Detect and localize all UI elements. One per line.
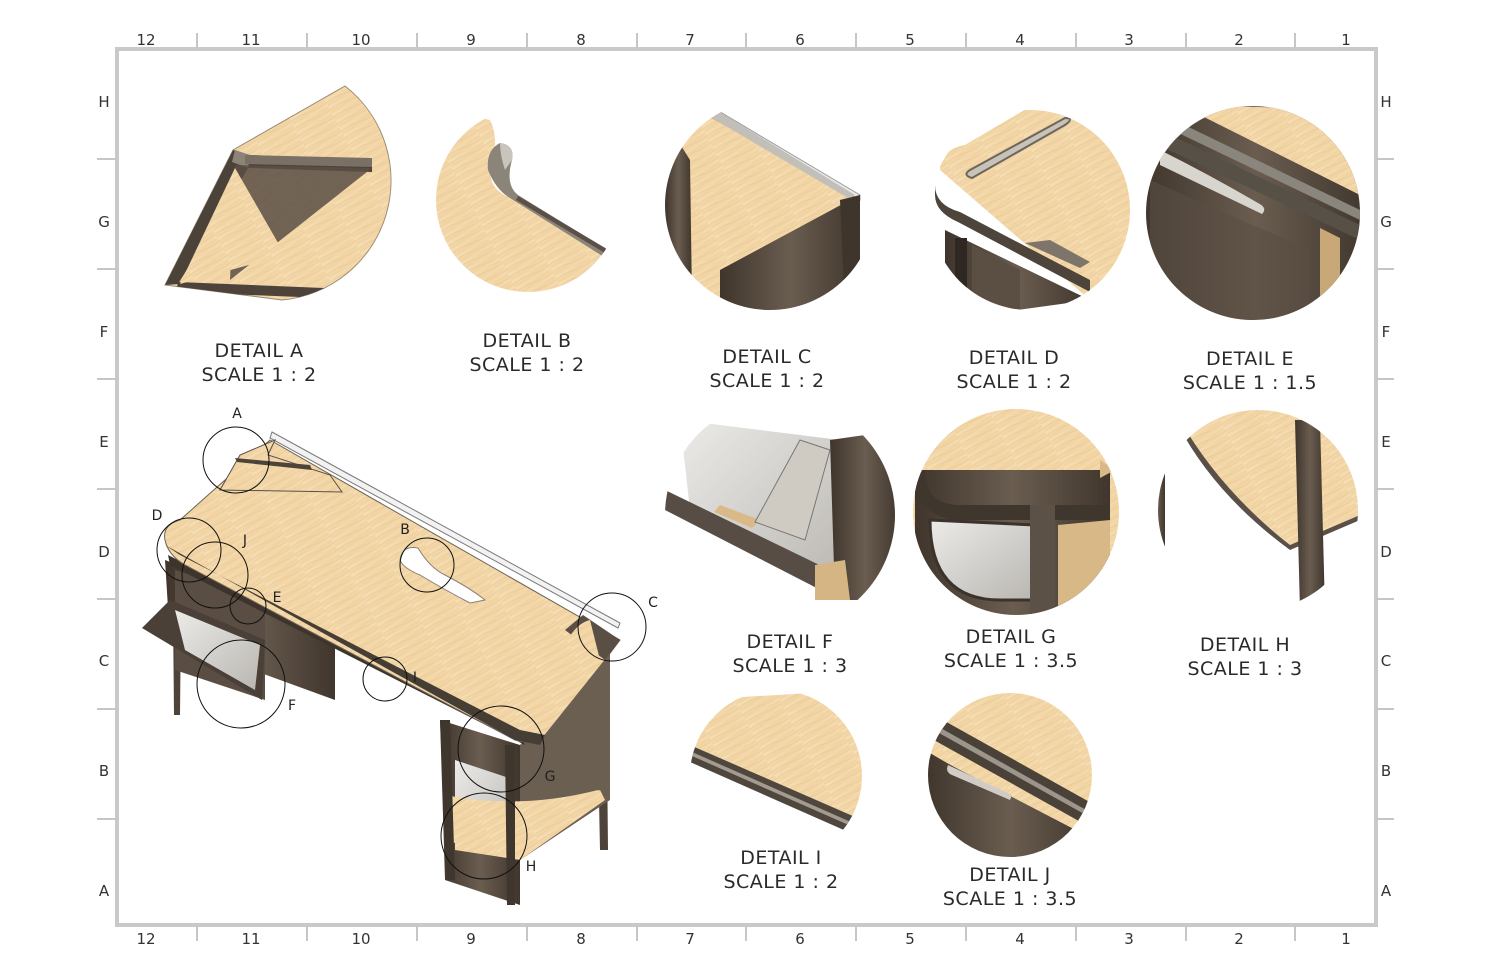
detail-a-title: DETAIL A xyxy=(215,340,304,362)
zone-col-label: 1 xyxy=(1341,31,1351,49)
callout-f: F xyxy=(288,698,296,714)
detail-a-caption: DETAIL A SCALE 1 : 2 xyxy=(201,340,316,386)
zone-col-label: 12 xyxy=(136,31,155,49)
zone-row-label: D xyxy=(98,543,110,561)
zone-col-label: 3 xyxy=(1124,31,1134,49)
detail-d-caption: DETAIL D SCALE 1 : 2 xyxy=(956,347,1071,393)
detail-h-scale: SCALE 1 : 3 xyxy=(1187,658,1302,680)
zone-row-label: B xyxy=(99,762,109,780)
detail-b-title: DETAIL B xyxy=(482,330,571,352)
callout-c: C xyxy=(648,595,658,611)
zone-row-label: H xyxy=(98,93,109,111)
zone-col-label: 4 xyxy=(1015,930,1025,948)
callout-g: G xyxy=(545,769,556,785)
detail-d-title: DETAIL D xyxy=(969,347,1060,369)
detail-j-caption: DETAIL J SCALE 1 : 3.5 xyxy=(943,864,1077,910)
callout-e: E xyxy=(273,590,282,606)
detail-b-scale: SCALE 1 : 2 xyxy=(469,354,584,376)
zone-row-label: H xyxy=(1380,93,1391,111)
zone-rows-right: H G F E D C B A xyxy=(1380,93,1392,900)
zone-col-label: 1 xyxy=(1341,930,1351,948)
detail-h-title: DETAIL H xyxy=(1200,634,1290,656)
zone-col-label: 10 xyxy=(351,930,370,948)
callout-h: H xyxy=(526,859,537,875)
detail-a-view xyxy=(164,85,392,301)
zone-col-label: 12 xyxy=(136,930,155,948)
zone-col-label: 6 xyxy=(795,930,805,948)
zone-col-label: 2 xyxy=(1234,31,1244,49)
detail-e-view xyxy=(1146,106,1360,320)
detail-g-caption: DETAIL G SCALE 1 : 3.5 xyxy=(944,626,1078,672)
detail-i-scale: SCALE 1 : 2 xyxy=(723,871,838,893)
callout-a: A xyxy=(232,406,242,422)
detail-j-scale: SCALE 1 : 3.5 xyxy=(943,888,1077,910)
detail-e-caption: DETAIL E SCALE 1 : 1.5 xyxy=(1183,348,1317,394)
callout-i: I xyxy=(413,670,417,686)
detail-h-view xyxy=(1158,410,1358,610)
detail-f-title: DETAIL F xyxy=(747,631,834,653)
zone-columns-top: 12 11 10 9 8 7 6 5 4 3 2 1 xyxy=(136,31,1350,49)
detail-circles xyxy=(156,426,647,880)
detail-i-title: DETAIL I xyxy=(740,847,822,869)
detail-c-view xyxy=(665,100,875,310)
detail-f-scale: SCALE 1 : 3 xyxy=(732,655,847,677)
detail-g-view xyxy=(913,409,1119,615)
zone-col-label: 5 xyxy=(905,31,915,49)
zone-row-label: C xyxy=(1381,652,1391,670)
zone-row-label: A xyxy=(1381,882,1392,900)
zone-row-label: F xyxy=(100,323,109,341)
detail-e-title: DETAIL E xyxy=(1206,348,1294,370)
detail-e-scale: SCALE 1 : 1.5 xyxy=(1183,372,1317,394)
detail-i-view xyxy=(690,690,862,862)
zone-row-label: E xyxy=(99,433,108,451)
zone-row-label: A xyxy=(99,882,110,900)
zone-row-label: E xyxy=(1381,433,1390,451)
detail-j-view xyxy=(928,693,1092,857)
zone-columns-bottom: 12 11 10 9 8 7 6 5 4 3 2 1 xyxy=(136,930,1350,948)
detail-h-caption: DETAIL H SCALE 1 : 3 xyxy=(1187,634,1302,680)
detail-c-title: DETAIL C xyxy=(722,346,811,368)
zone-row-label: G xyxy=(1380,213,1392,231)
detail-f-caption: DETAIL F SCALE 1 : 3 xyxy=(732,631,847,677)
zone-col-label: 7 xyxy=(685,31,695,49)
detail-d-view xyxy=(930,110,1130,310)
zone-col-label: 10 xyxy=(351,31,370,49)
zone-col-label: 9 xyxy=(466,31,476,49)
detail-j-title: DETAIL J xyxy=(969,864,1051,886)
detail-b-caption: DETAIL B SCALE 1 : 2 xyxy=(469,330,584,376)
detail-a-scale: SCALE 1 : 2 xyxy=(201,364,316,386)
desk-isometric-view xyxy=(142,431,621,905)
zone-col-label: 11 xyxy=(241,930,260,948)
detail-f-view xyxy=(665,400,895,630)
zone-col-label: 5 xyxy=(905,930,915,948)
zone-row-label: F xyxy=(1382,323,1391,341)
zone-row-label: C xyxy=(99,652,109,670)
detail-b-view xyxy=(436,108,620,292)
detail-c-caption: DETAIL C SCALE 1 : 2 xyxy=(709,346,824,392)
zone-col-label: 11 xyxy=(241,31,260,49)
zone-rows-left: H G F E D C B A xyxy=(98,93,110,900)
zone-row-label: B xyxy=(1381,762,1391,780)
zone-col-label: 6 xyxy=(795,31,805,49)
detail-g-title: DETAIL G xyxy=(966,626,1057,648)
callout-d: D xyxy=(152,508,163,524)
detail-callouts: A B C D E F G H I J xyxy=(152,406,659,875)
callout-b: B xyxy=(400,522,410,538)
zone-col-label: 8 xyxy=(576,930,586,948)
zone-col-label: 8 xyxy=(576,31,586,49)
detail-d-scale: SCALE 1 : 2 xyxy=(956,371,1071,393)
zone-ticks xyxy=(97,33,1394,941)
zone-row-label: D xyxy=(1380,543,1392,561)
detail-i-caption: DETAIL I SCALE 1 : 2 xyxy=(723,847,838,893)
zone-col-label: 9 xyxy=(466,930,476,948)
detail-c-scale: SCALE 1 : 2 xyxy=(709,370,824,392)
zone-row-label: G xyxy=(98,213,110,231)
zone-col-label: 3 xyxy=(1124,930,1134,948)
detail-g-scale: SCALE 1 : 3.5 xyxy=(944,650,1078,672)
zone-col-label: 2 xyxy=(1234,930,1244,948)
zone-col-label: 7 xyxy=(685,930,695,948)
callout-j: J xyxy=(242,533,247,549)
zone-col-label: 4 xyxy=(1015,31,1025,49)
